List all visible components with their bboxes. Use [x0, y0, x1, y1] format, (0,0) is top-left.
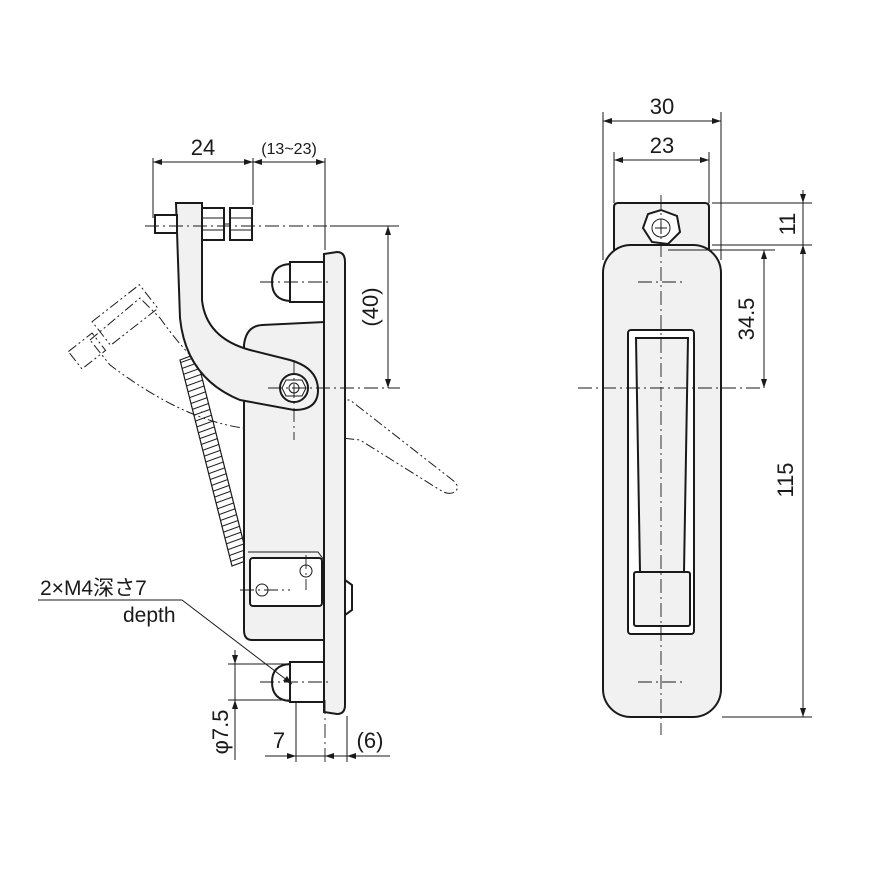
handle-arm [174, 202, 320, 412]
dim-23: 23 [650, 133, 674, 158]
side-view: 24 (13~23) (40) 2×M4深さ7 depth φ7.5 7 (6) [38, 135, 458, 762]
mount-block [249, 557, 323, 607]
dim-24: 24 [191, 135, 215, 160]
dim-30: 30 [650, 94, 674, 119]
dim-40: (40) [358, 287, 383, 326]
dim-115: 115 [773, 462, 798, 497]
dim-13-23: (13~23) [261, 141, 317, 158]
dim-11: 11 [775, 213, 800, 236]
handle-grip [633, 571, 691, 627]
dim-7: 7 [273, 728, 285, 753]
note-depth: depth [123, 604, 176, 627]
adjust-screw [154, 207, 253, 241]
front-view: 30 23 11 34.5 115 [578, 94, 812, 735]
dim-phi-7-5: φ7.5 [208, 710, 233, 755]
dim-6: (6) [357, 728, 384, 753]
note-tap: 2×M4深さ7 [40, 577, 147, 600]
open-handle-phantom [67, 284, 458, 494]
base-plate [323, 250, 346, 716]
handle-lever [634, 337, 690, 573]
dim-34-5: 34.5 [734, 298, 759, 341]
